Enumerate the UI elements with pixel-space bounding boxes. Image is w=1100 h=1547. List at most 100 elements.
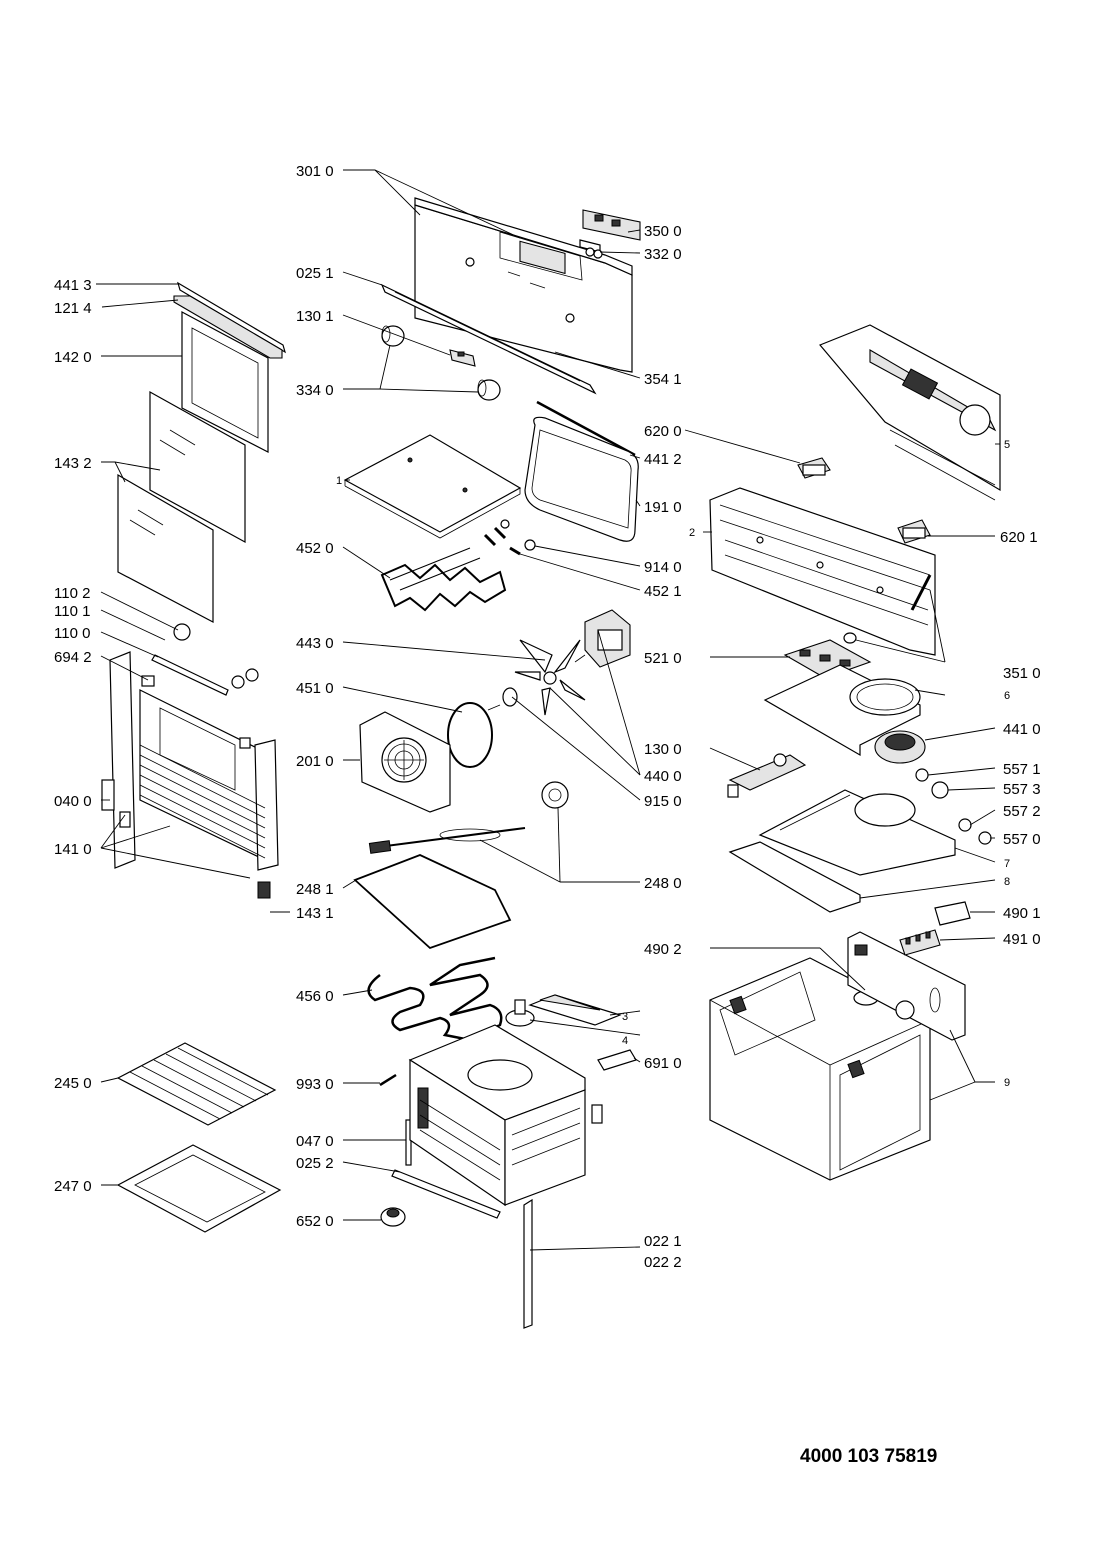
label-6: 6: [1004, 690, 1010, 702]
switch-part: [449, 349, 476, 367]
gasket-strip-part: [536, 400, 636, 457]
label-110-1: 110 1: [54, 603, 90, 620]
front-trim-part: [728, 841, 861, 913]
door-outer-glass-part: [181, 310, 269, 453]
spit-frame-part: [353, 854, 512, 950]
bracket-part: [528, 994, 622, 1026]
rotisserie-spit-part: [368, 827, 526, 854]
thermostat-part: [915, 768, 992, 845]
leader-lines: [96, 169, 1000, 1251]
label-440-0: 440 0: [644, 768, 682, 785]
bottom-element-part: [367, 956, 503, 1042]
part-labels: 441 3 121 4 142 0 143 2 110 2 110 1 110 …: [54, 163, 1041, 1467]
label-248-0: 248 0: [644, 875, 682, 892]
label-8: 8: [1004, 876, 1010, 888]
front-bracket-part: [380, 283, 597, 395]
cooling-duct-cover-part: [819, 324, 1001, 501]
fan-blade-part: [514, 639, 586, 716]
label-130-0: 130 0: [644, 741, 682, 758]
label-452-1: 452 1: [644, 583, 682, 600]
label-247-0: 247 0: [54, 1178, 92, 1195]
screw-part: [379, 1073, 397, 1087]
base-plate-part: [758, 789, 956, 876]
label-7: 7: [1004, 858, 1010, 870]
baking-tray-part: [116, 1144, 282, 1233]
label-143-2: 143 2: [54, 455, 92, 472]
door-seal-part: [524, 416, 639, 542]
terminal-block-part: [899, 929, 941, 956]
door-middle-glass-part: [149, 390, 246, 544]
label-491-0: 491 0: [1003, 931, 1041, 948]
label-441-2: 441 2: [644, 451, 682, 468]
label-350-0: 350 0: [644, 223, 682, 240]
wire-shelf-part: [116, 1042, 277, 1126]
side-rail-part: [405, 1119, 412, 1166]
label-452-0: 452 0: [296, 540, 334, 557]
label-121-4: 121 4: [54, 300, 92, 317]
label-2: 2: [689, 527, 695, 539]
label-620-1: 620 1: [1000, 529, 1038, 546]
circular-heating-element-part: [447, 702, 501, 768]
display-board-part: [579, 209, 641, 253]
label-441-3: 441 3: [54, 277, 92, 294]
label-3: 3: [622, 1011, 628, 1023]
label-351-0: 351 0: [1003, 665, 1041, 682]
label-143-1: 143 1: [296, 905, 334, 922]
hinge-part: [597, 1049, 637, 1071]
document-number: 4000 103 75819: [800, 1446, 937, 1467]
rotisserie-motor-part: [541, 781, 569, 809]
fan-cover-part: [359, 711, 451, 813]
front-rail-part: [391, 1169, 501, 1219]
label-5: 5: [1004, 439, 1010, 451]
selector-switch-part: [797, 457, 931, 544]
label-914-0: 914 0: [644, 559, 682, 576]
rear-panel-part: [709, 487, 936, 656]
control-board-part: [783, 639, 872, 679]
label-1: 1: [336, 475, 342, 487]
label-521-0: 521 0: [644, 650, 682, 667]
cable-clamp-part: [934, 901, 971, 926]
top-plate-part: [343, 434, 522, 539]
label-191-0: 191 0: [644, 499, 682, 516]
label-993-0: 993 0: [296, 1076, 334, 1093]
label-040-0: 040 0: [54, 793, 92, 810]
label-557-3: 557 3: [1003, 781, 1041, 798]
rear-electrical-panel-part: [847, 931, 966, 1041]
door-hinge-spacers-part: [151, 623, 259, 696]
label-354-1: 354 1: [644, 371, 682, 388]
door-frame-part: [101, 651, 279, 899]
control-knob-part: [381, 325, 501, 401]
label-141-0: 141 0: [54, 841, 92, 858]
label-110-0: 110 0: [54, 625, 90, 642]
door-top-trim-part: [173, 281, 286, 359]
fan-nut-part: [502, 687, 518, 707]
label-047-0: 047 0: [296, 1133, 334, 1150]
label-915-0: 915 0: [644, 793, 682, 810]
label-301-0: 301 0: [296, 163, 334, 180]
label-451-0: 451 0: [296, 680, 334, 697]
label-022-2: 022 2: [644, 1254, 682, 1271]
door-inner-glass-part: [117, 473, 214, 623]
outer-casing-part: [709, 957, 931, 1181]
label-130-1: 130 1: [296, 308, 334, 325]
label-694-2: 694 2: [54, 649, 92, 666]
grill-element-part: [380, 547, 507, 612]
label-245-0: 245 0: [54, 1075, 92, 1092]
label-441-0: 441 0: [1003, 721, 1041, 738]
cooling-fan-part: [874, 730, 926, 764]
label-332-0: 332 0: [644, 246, 682, 263]
label-557-0: 557 0: [1003, 831, 1041, 848]
label-110-2: 110 2: [54, 585, 90, 602]
label-142-0: 142 0: [54, 349, 92, 366]
rear-panel-bolts-part: [843, 574, 932, 644]
label-9: 9: [1004, 1077, 1010, 1089]
label-490-1: 490 1: [1003, 905, 1041, 922]
label-025-1: 025 1: [296, 265, 334, 282]
fan-shroud-part: [763, 664, 921, 757]
label-557-1: 557 1: [1003, 761, 1041, 778]
label-652-0: 652 0: [296, 1213, 334, 1230]
side-strip-part: [523, 1198, 533, 1329]
label-443-0: 443 0: [296, 635, 334, 652]
label-022-1: 022 1: [644, 1233, 682, 1250]
